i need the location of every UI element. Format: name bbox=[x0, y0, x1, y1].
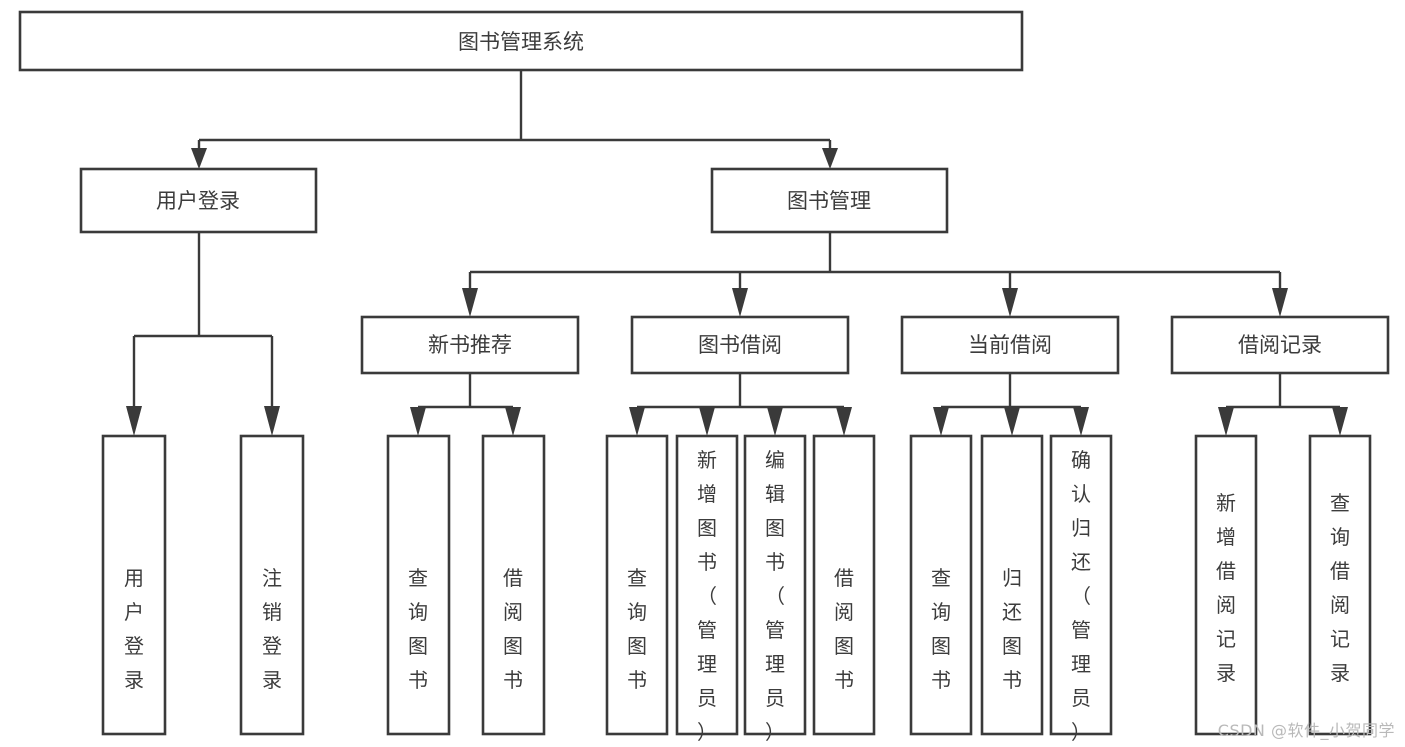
node-leaf-add-book-box[interactable] bbox=[675, 434, 739, 736]
node-leaf-borrow-book-2-box[interactable] bbox=[812, 434, 876, 736]
node-current-borrow-label: 当前借阅 bbox=[968, 333, 1052, 357]
node-current-borrow[interactable]: 当前借阅 bbox=[900, 315, 1120, 375]
node-leaf-edit-book-box[interactable] bbox=[743, 434, 807, 736]
node-leaf-user-logout-box[interactable] bbox=[239, 434, 305, 736]
node-book-management-box[interactable] bbox=[710, 167, 949, 234]
node-leaf-return-book-label: 归还图书 bbox=[1002, 566, 1022, 692]
node-leaf-query-record-label: 查询借阅记录 bbox=[1330, 491, 1350, 685]
node-leaf-query-book-2[interactable]: 查询图书 bbox=[605, 434, 669, 736]
arrow-head-borrow-record bbox=[1272, 288, 1288, 317]
node-root-box[interactable] bbox=[18, 10, 1024, 72]
arrow-head-leaf-return-book bbox=[1004, 407, 1020, 436]
node-leaf-confirm-return-box[interactable] bbox=[1049, 434, 1113, 736]
arrow-head-leaf-borrow-book-1 bbox=[505, 407, 521, 436]
arrow-head-book-management bbox=[822, 148, 838, 169]
node-leaf-confirm-return-label: 确认归还（管理员） bbox=[1071, 448, 1091, 744]
node-leaf-query-book-2-label: 查询图书 bbox=[627, 566, 647, 692]
node-leaf-borrow-book-2[interactable]: 借阅图书 bbox=[812, 434, 876, 736]
node-user-login[interactable]: 用户登录 bbox=[79, 167, 318, 234]
node-leaf-user-login-label: 用户登录 bbox=[124, 566, 144, 692]
node-leaf-user-logout[interactable]: 注销登录 bbox=[239, 434, 305, 736]
node-root-label: 图书管理系统 bbox=[458, 30, 584, 54]
node-new-book-recommend[interactable]: 新书推荐 bbox=[360, 315, 580, 375]
node-borrow-record-label: 借阅记录 bbox=[1238, 333, 1322, 357]
node-leaf-user-login[interactable]: 用户登录 bbox=[101, 434, 167, 736]
node-leaf-query-book-1[interactable]: 查询图书 bbox=[386, 434, 451, 736]
node-leaf-borrow-book-1-label: 借阅图书 bbox=[503, 566, 523, 692]
node-leaf-borrow-book-1[interactable]: 借阅图书 bbox=[481, 434, 546, 736]
node-leaf-borrow-book-1-box[interactable] bbox=[481, 434, 546, 736]
arrow-head-new-book-recommend bbox=[462, 288, 478, 317]
node-leaf-add-book-label: 新增图书（管理员） bbox=[697, 448, 717, 744]
node-leaf-add-record[interactable]: 新增借阅记录 bbox=[1194, 434, 1258, 736]
node-leaf-edit-book[interactable]: 编辑图书（管理员） bbox=[743, 434, 807, 744]
node-borrow-record-box[interactable] bbox=[1170, 315, 1390, 375]
arrow-head-leaf-add-book bbox=[699, 407, 715, 436]
arrow-head-current-borrow bbox=[1002, 288, 1018, 317]
arrow-head-leaf-borrow-book-2 bbox=[836, 407, 852, 436]
node-leaf-borrow-book-2-label: 借阅图书 bbox=[834, 566, 854, 692]
node-book-management-label: 图书管理 bbox=[787, 189, 871, 213]
arrow-head-leaf-add-record bbox=[1218, 407, 1234, 436]
arrow-head-leaf-user-login bbox=[126, 406, 142, 436]
arrow-head-leaf-confirm-return bbox=[1073, 407, 1089, 436]
node-book-borrow-box[interactable] bbox=[630, 315, 850, 375]
node-borrow-record[interactable]: 借阅记录 bbox=[1170, 315, 1390, 375]
node-new-book-recommend-box[interactable] bbox=[360, 315, 580, 375]
arrow-head-leaf-query-book-2 bbox=[629, 407, 645, 436]
node-leaf-query-book-3[interactable]: 查询图书 bbox=[909, 434, 973, 736]
connector-layer bbox=[126, 70, 1348, 436]
node-book-management[interactable]: 图书管理 bbox=[710, 167, 949, 234]
node-user-login-box[interactable] bbox=[79, 167, 318, 234]
node-leaf-add-record-label: 新增借阅记录 bbox=[1216, 491, 1236, 685]
node-root[interactable]: 图书管理系统 bbox=[18, 10, 1024, 72]
arrow-head-leaf-query-book-3 bbox=[933, 407, 949, 436]
node-leaf-query-record[interactable]: 查询借阅记录 bbox=[1308, 434, 1372, 736]
node-book-borrow-label: 图书借阅 bbox=[698, 333, 782, 357]
node-leaf-query-record-box[interactable] bbox=[1308, 434, 1372, 736]
node-leaf-user-logout-label: 注销登录 bbox=[262, 566, 282, 692]
leaf-nodes-layer: 用户登录 注销登录 查询图书 借阅图书 查询图书 新增图书（管理员） bbox=[101, 434, 1372, 744]
node-current-borrow-box[interactable] bbox=[900, 315, 1120, 375]
node-leaf-add-book[interactable]: 新增图书（管理员） bbox=[675, 434, 739, 744]
node-leaf-user-login-box[interactable] bbox=[101, 434, 167, 736]
node-leaf-edit-book-label: 编辑图书（管理员） bbox=[765, 448, 785, 744]
node-leaf-add-record-box[interactable] bbox=[1194, 434, 1258, 736]
node-user-login-label: 用户登录 bbox=[156, 189, 240, 213]
arrow-head-user-login bbox=[191, 148, 207, 169]
node-book-borrow[interactable]: 图书借阅 bbox=[630, 315, 850, 375]
node-leaf-confirm-return[interactable]: 确认归还（管理员） bbox=[1049, 434, 1113, 744]
node-leaf-query-book-3-label: 查询图书 bbox=[931, 566, 951, 692]
node-leaf-query-book-2-box[interactable] bbox=[605, 434, 669, 736]
arrow-head-leaf-edit-book bbox=[767, 407, 783, 436]
node-leaf-return-book-box[interactable] bbox=[980, 434, 1044, 736]
node-leaf-query-book-3-box[interactable] bbox=[909, 434, 973, 736]
arrow-head-book-borrow bbox=[732, 288, 748, 317]
node-new-book-recommend-label: 新书推荐 bbox=[428, 333, 512, 357]
csdn-watermark: CSDN @软件_小贺同学 bbox=[1217, 721, 1395, 740]
node-leaf-query-book-1-box[interactable] bbox=[386, 434, 451, 736]
node-leaf-return-book[interactable]: 归还图书 bbox=[980, 434, 1044, 736]
node-leaf-query-book-1-label: 查询图书 bbox=[408, 566, 428, 692]
arrow-head-leaf-query-record bbox=[1332, 407, 1348, 436]
arrow-head-leaf-user-logout bbox=[264, 406, 280, 436]
arrow-head-leaf-query-book-1 bbox=[410, 407, 426, 436]
